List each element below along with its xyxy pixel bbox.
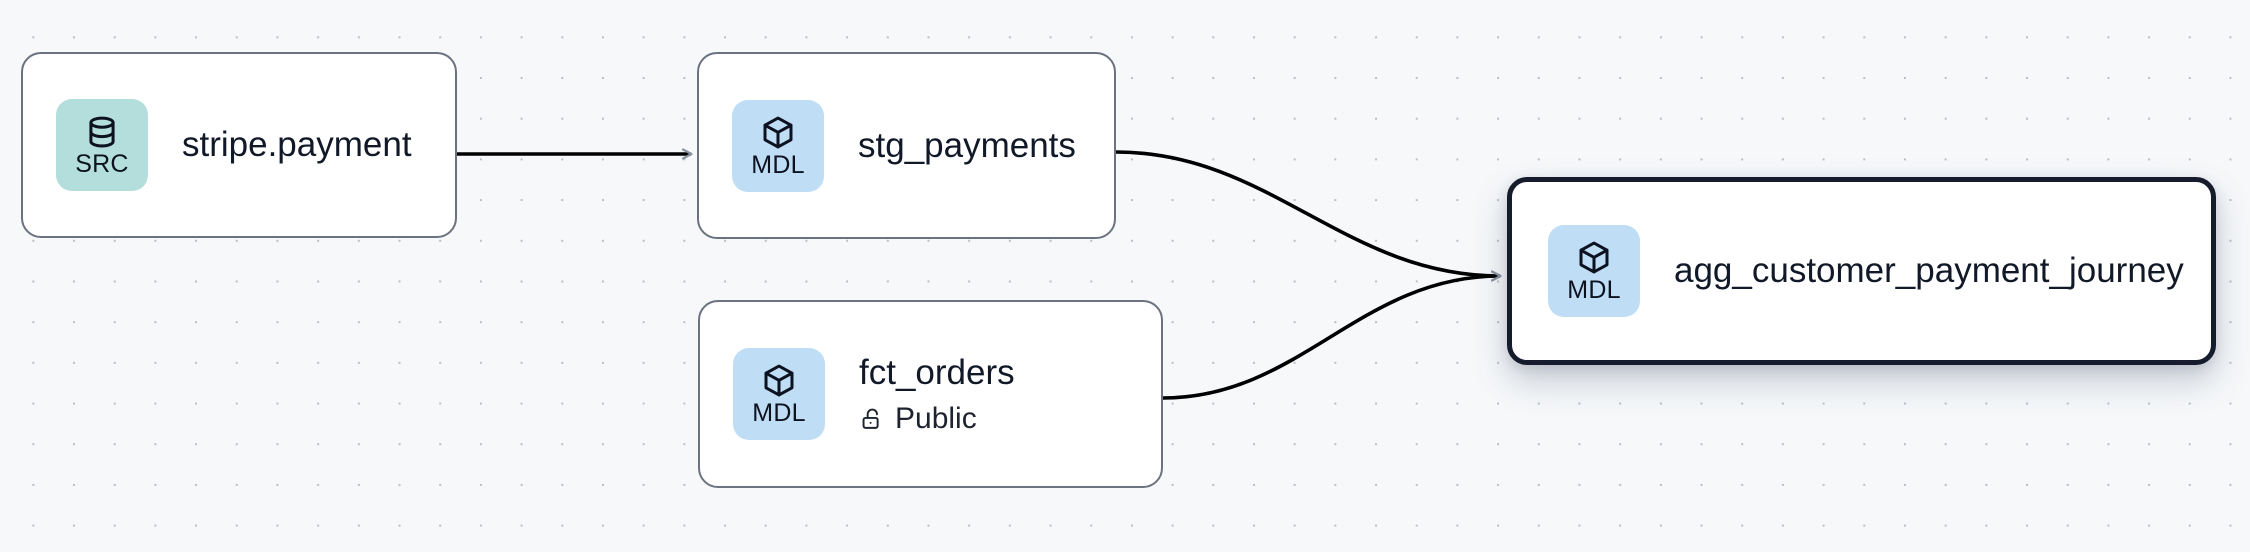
node-badge-label: SRC — [75, 150, 129, 178]
unlock-icon — [862, 408, 879, 429]
node-badge-label: MDL — [752, 399, 806, 427]
node-badge-model: MDL — [1548, 225, 1640, 317]
node-title: fct_orders — [859, 353, 1015, 392]
database-icon — [89, 116, 115, 148]
node-body: fct_orders Public — [859, 352, 1015, 436]
lineage-node-stripe-payment[interactable]: SRC stripe.payment — [21, 52, 457, 238]
cube-icon — [1579, 241, 1609, 274]
cube-icon — [763, 116, 793, 148]
lineage-node-stg-payments[interactable]: MDL stg_payments — [697, 52, 1116, 239]
node-body: stripe.payment — [182, 124, 412, 166]
edge-stg-to-agg — [1115, 150, 1500, 276]
lineage-node-agg-customer-payment-journey[interactable]: MDL agg_customer_payment_journey — [1507, 177, 2216, 365]
node-badge-model: MDL — [732, 99, 824, 192]
node-title: agg_customer_payment_journey — [1674, 251, 2184, 290]
node-title: stg_payments — [858, 125, 1076, 165]
cube-icon — [764, 364, 794, 397]
node-body: stg_payments — [858, 125, 1076, 167]
node-body: agg_customer_payment_journey — [1674, 250, 2184, 292]
lineage-node-fct-orders[interactable]: MDL fct_orders Public — [698, 300, 1163, 488]
node-badge-model: MDL — [733, 348, 825, 440]
node-visibility-label: Public — [895, 402, 977, 435]
node-badge-label: MDL — [751, 150, 805, 179]
edge-fct-to-agg — [1162, 276, 1500, 400]
node-badge-source: SRC — [56, 99, 148, 191]
node-visibility: Public — [859, 402, 1015, 436]
node-title: stripe.payment — [182, 125, 412, 164]
node-badge-label: MDL — [1567, 276, 1621, 304]
